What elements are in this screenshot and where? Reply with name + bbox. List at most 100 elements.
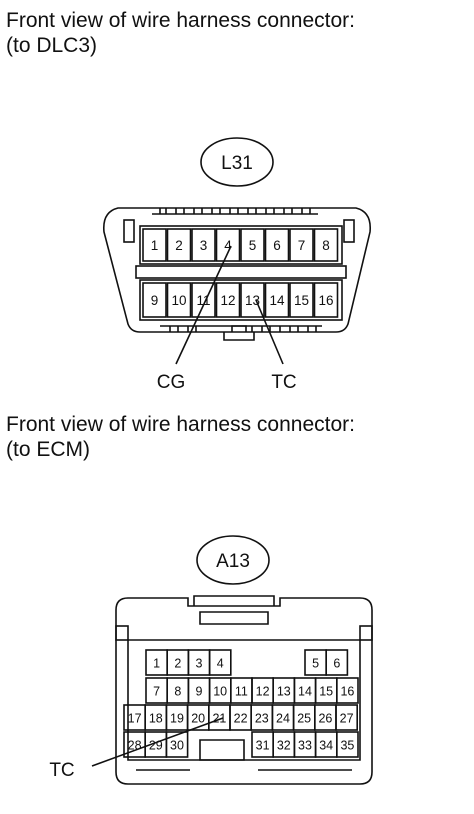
ecm-pin-label: 15: [319, 685, 333, 699]
dlc3-pin-label: 11: [196, 293, 210, 308]
dlc3-right-slot: [343, 219, 355, 243]
dlc3-pin-label: 2: [175, 238, 183, 253]
ecm-pin-label: 1: [153, 657, 160, 671]
dlc3-pin-cells: [142, 228, 339, 318]
cg-leader-line: [175, 245, 232, 365]
dlc3-pin-cell: [289, 228, 314, 262]
dlc3-id-label: L31: [221, 153, 253, 174]
ecm-top-latch: [193, 595, 275, 625]
dlc3-top-keys: [152, 208, 318, 215]
ecm-connector: [91, 535, 373, 785]
dlc3-pin-cell: [264, 282, 290, 318]
ecm-pin-label: 28: [128, 739, 142, 753]
dlc3-center-bar: [135, 265, 347, 279]
ecm-pin-label: 6: [333, 657, 340, 671]
dlc3-bottom-keys: [160, 325, 322, 332]
ecm-bottom-keys: [136, 739, 352, 771]
dlc3-bottom-block: [139, 279, 343, 321]
ecm-pin-label: 33: [298, 739, 312, 753]
dlc3-latch: [223, 325, 255, 341]
ecm-caption: Front view of wire harness connector: (t…: [6, 412, 355, 462]
dlc3-pin-label: 12: [220, 293, 235, 308]
ecm-housing: [115, 597, 373, 785]
dlc3-pin-cell: [215, 228, 241, 262]
tc-dlc3-callout-label: TC: [271, 372, 296, 393]
dlc3-pin-label: 7: [298, 238, 306, 253]
dlc3-pin-label: 3: [200, 238, 208, 253]
dlc3-pin-cell: [313, 282, 339, 318]
dlc3-pin-cell: [215, 282, 241, 318]
ecm-pin-label: 2: [174, 657, 181, 671]
ecm-pin-cell: [335, 704, 359, 731]
dlc3-pin-label: 6: [273, 238, 281, 253]
ecm-pin-label: 31: [256, 739, 270, 753]
ecm-pin-label: 23: [255, 712, 269, 726]
ecm-pin-label: 7: [153, 685, 160, 699]
ecm-pin-label: 25: [297, 712, 311, 726]
ecm-left-ear: [115, 625, 129, 641]
dlc3-pin-label: 5: [249, 238, 257, 253]
ecm-pin-label: 35: [340, 739, 354, 753]
ecm-pin-label: 27: [340, 712, 354, 726]
ecm-pin-label: 16: [340, 685, 354, 699]
dlc3-pin-label: 4: [224, 238, 232, 253]
dlc3-pin-cell: [289, 282, 314, 318]
ecm-right-ear: [359, 625, 373, 641]
ecm-pin-label: 13: [277, 685, 291, 699]
dlc3-housing: [102, 207, 372, 333]
dlc3-pin-cell: [240, 228, 265, 262]
tc-dlc3-leader-line: [255, 299, 284, 365]
tc-ecm-callout-label: TC: [49, 760, 74, 781]
dlc3-pin-label: 8: [322, 238, 330, 253]
dlc3-pin-cell: [142, 228, 167, 262]
dlc3-caption: Front view of wire harness connector: (t…: [6, 8, 355, 58]
dlc3-id-badge: [200, 137, 274, 187]
ecm-pin-label: 34: [319, 739, 333, 753]
dlc3-connector: [102, 137, 372, 365]
ecm-pin-label: 14: [298, 685, 312, 699]
ecm-pin-label: 21: [212, 712, 226, 726]
ecm-pin-label: 3: [196, 657, 203, 671]
dlc3-pin-cell: [166, 282, 192, 318]
ecm-pin-label: 19: [170, 712, 184, 726]
cg-callout-label: CG: [157, 372, 186, 393]
dlc3-pin-cell: [191, 228, 216, 262]
dlc3-pin-cell: [313, 228, 339, 262]
dlc3-pin-label: 1: [151, 238, 159, 253]
dlc3-pin-label: 13: [245, 293, 260, 308]
dlc3-pin-label: 15: [294, 293, 309, 308]
ecm-pin-label: 22: [234, 712, 248, 726]
ecm-pin-label: 11: [235, 685, 248, 699]
ecm-pin-label: 26: [318, 712, 332, 726]
ecm-pin-cell: [335, 677, 359, 704]
dlc3-pin-cell: [166, 228, 192, 262]
dlc3-pin-cell: [142, 282, 167, 318]
dlc3-pin-label: 9: [151, 293, 159, 308]
dlc3-pin-label: 16: [318, 293, 333, 308]
dlc3-pin-cell: [264, 228, 290, 262]
dlc3-left-slot: [123, 219, 135, 243]
ecm-pin-label: 32: [277, 739, 291, 753]
dlc3-pin-label: 10: [171, 293, 186, 308]
ecm-id-badge: [196, 535, 270, 585]
ecm-pin-label: 10: [213, 685, 227, 699]
ecm-pin-cell: [325, 649, 349, 676]
dlc3-caption-line1: Front view of wire harness connector:: [6, 9, 355, 32]
ecm-pin-label: 18: [149, 712, 163, 726]
ecm-pin-cell: [335, 731, 359, 758]
dlc3-pin-cell: [240, 282, 265, 318]
ecm-pin-label: 4: [217, 657, 224, 671]
ecm-pin-label: 12: [256, 685, 270, 699]
tc-ecm-leader-line: [91, 717, 224, 767]
ecm-pin-cells: [123, 649, 359, 758]
dlc3-pin-cell: [191, 282, 216, 318]
ecm-pin-label: 29: [149, 739, 163, 753]
ecm-caption-line2: (to ECM): [6, 438, 90, 461]
ecm-id-label: A13: [216, 551, 250, 572]
ecm-pin-label: 9: [196, 685, 203, 699]
ecm-pin-label: 30: [170, 739, 184, 753]
dlc3-top-block: [139, 225, 343, 265]
